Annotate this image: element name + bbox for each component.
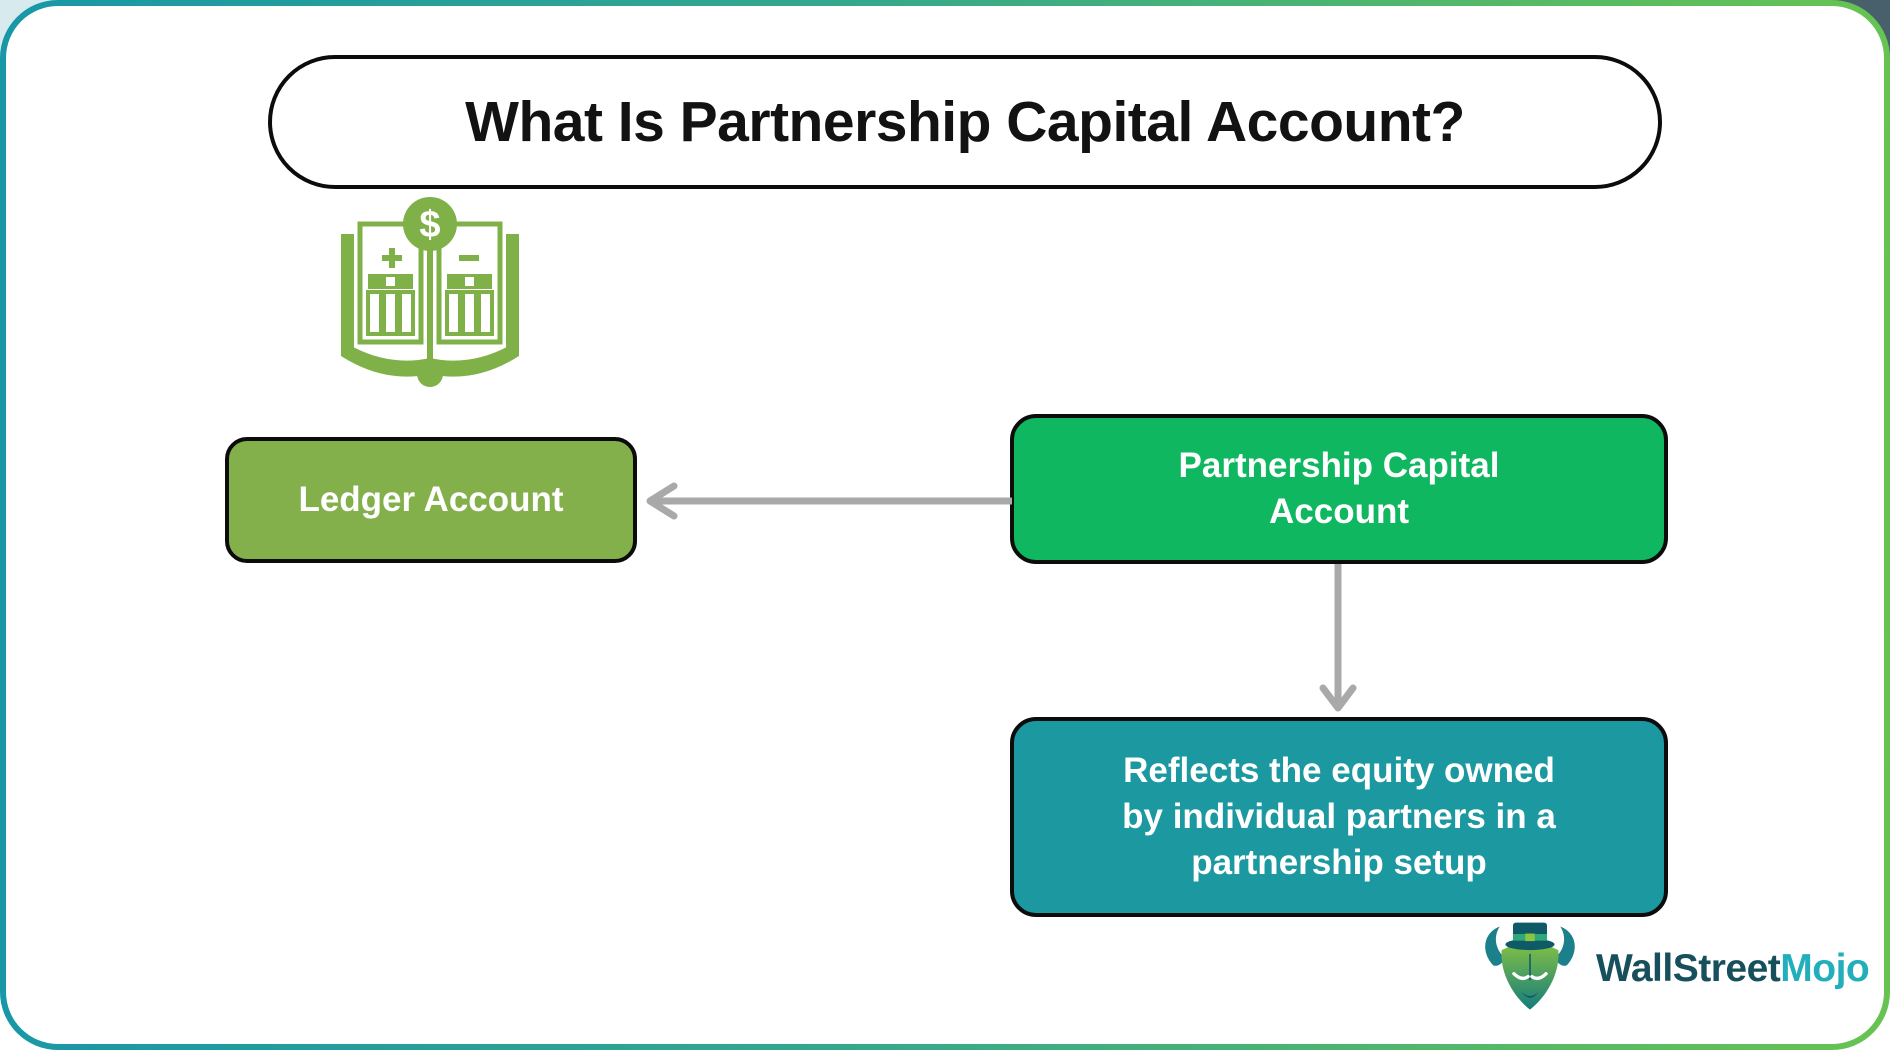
- dollar-glyph: $: [419, 204, 440, 246]
- title-pill: What Is Partnership Capital Account?: [268, 55, 1662, 189]
- bull-mascot-icon: [1485, 922, 1575, 1010]
- node-ledger-account: Ledger Account: [225, 437, 637, 563]
- node-ledger-label: Ledger Account: [298, 479, 564, 519]
- node-definition-line-1: Reflects the equity owned: [1123, 750, 1555, 790]
- arrow-down-icon: [1319, 564, 1357, 712]
- node-definition: Reflects the equity owned by individual …: [1010, 717, 1668, 917]
- node-definition-line-3: partnership setup: [1191, 843, 1487, 883]
- wallstreetmojo-logo: WallStreetMojo: [1478, 920, 1870, 1018]
- logo-wallstreet-text: WallStreet: [1596, 947, 1781, 990]
- arrow-left-icon: [646, 482, 1012, 520]
- node-partnership-line-1: Partnership Capital: [1178, 445, 1500, 485]
- node-partnership-line-2: Account: [1269, 492, 1409, 531]
- logo-mojo-text: Mojo: [1780, 947, 1870, 990]
- node-partnership-capital-account: Partnership Capital Account: [1010, 414, 1668, 564]
- ledger-book-icon: $: [341, 197, 519, 387]
- logo-wordmark: WallStreetMojo: [1596, 947, 1870, 991]
- node-definition-line-2: by individual partners in a: [1122, 796, 1556, 836]
- page-title: What Is Partnership Capital Account?: [465, 90, 1465, 154]
